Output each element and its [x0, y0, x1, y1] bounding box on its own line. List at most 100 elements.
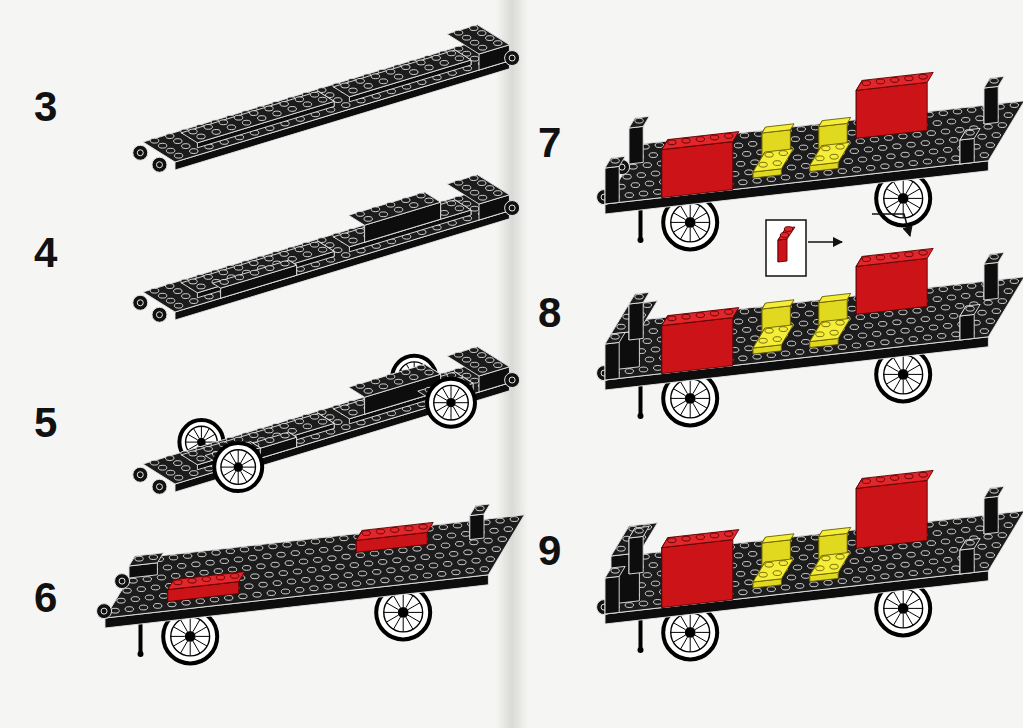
wheel-spoke: [909, 608, 923, 609]
stud: [417, 365, 425, 370]
stud: [740, 543, 748, 548]
stud: [125, 607, 133, 612]
wheel-spoke: [909, 374, 923, 375]
models: [97, 25, 1023, 664]
end-block-top: [447, 175, 509, 204]
stud: [299, 559, 307, 564]
stud: [433, 535, 441, 540]
base-plate-top: [143, 41, 509, 162]
stud: [267, 591, 275, 596]
stud: [494, 191, 502, 196]
stud: [364, 84, 372, 89]
buffer: [505, 201, 520, 216]
end-post-front: [984, 262, 998, 300]
seat-base-top: [810, 318, 850, 341]
stud: [214, 569, 222, 574]
wheel-spoke: [195, 639, 207, 646]
stud: [305, 549, 313, 554]
wheel-spoke: [886, 365, 898, 372]
stud: [791, 547, 799, 552]
seat-back-top: [819, 293, 851, 302]
stud: [158, 465, 166, 470]
wheel-spoke: [903, 380, 904, 394]
stud: [407, 556, 415, 561]
wheel-rim: [884, 355, 923, 394]
stud: [944, 148, 952, 153]
stud: [617, 546, 625, 551]
wheel-spoke: [193, 641, 200, 653]
stud: [452, 570, 460, 575]
wheel-spoke: [205, 434, 215, 440]
stud: [637, 173, 645, 178]
stud: [895, 338, 903, 343]
stud: [297, 541, 305, 546]
red-wall-front: [662, 318, 733, 374]
stud: [944, 324, 952, 329]
stud: [242, 120, 250, 125]
stud: [356, 212, 364, 217]
stud: [470, 348, 478, 353]
wheel-hub: [685, 393, 696, 404]
stud: [885, 136, 893, 141]
stud: [137, 587, 145, 592]
stud: [258, 116, 266, 121]
stud: [409, 575, 417, 580]
stud: [998, 299, 1006, 304]
stud: [909, 571, 917, 576]
stud: [371, 207, 379, 212]
wheel-rim: [434, 385, 469, 420]
end-post-front: [984, 86, 998, 124]
stud: [909, 161, 917, 166]
stud: [417, 193, 425, 198]
stud: [295, 97, 303, 102]
end-post-front: [470, 514, 484, 540]
wheel-spoke: [193, 428, 199, 438]
stud: [984, 534, 992, 539]
stud: [844, 569, 852, 574]
buffer: [97, 604, 112, 619]
wheel-spoke: [434, 402, 446, 403]
buffer: [133, 467, 148, 482]
stud: [462, 35, 470, 40]
base-plate-front: [175, 61, 509, 170]
chassis-model: [133, 175, 520, 322]
stud: [182, 600, 190, 605]
wheel-spoke: [906, 592, 913, 604]
stud: [986, 553, 994, 558]
stud: [310, 92, 318, 97]
stud: [966, 130, 974, 135]
stud: [342, 554, 350, 559]
stud: [767, 353, 775, 358]
wheel-spoke: [884, 198, 898, 199]
end-post-top: [629, 116, 649, 128]
wheel-spoke: [695, 635, 707, 642]
stud: [907, 318, 915, 323]
stud: [913, 542, 921, 547]
stud: [510, 517, 518, 522]
stud: [643, 573, 651, 578]
wheel-tyre: [427, 379, 475, 427]
stud: [435, 553, 443, 558]
stud: [962, 294, 970, 299]
wheel-spoke: [886, 189, 898, 196]
stud: [174, 153, 182, 158]
stud: [182, 144, 190, 149]
stud: [901, 152, 909, 157]
stud: [250, 270, 258, 275]
stud: [816, 566, 824, 571]
wheel-spoke: [680, 403, 687, 415]
wheel-spoke: [893, 379, 900, 391]
wheel-spoke: [680, 382, 687, 394]
stud: [737, 338, 745, 343]
stud: [478, 195, 486, 200]
stud: [879, 556, 887, 561]
stud: [625, 603, 633, 608]
wheel-spoke: [695, 389, 707, 396]
seat-base-top: [753, 149, 793, 172]
seat-back-top: [819, 527, 851, 536]
wheel-spoke: [173, 639, 185, 646]
end-post-front: [605, 576, 619, 614]
wheel-spoke: [384, 612, 398, 613]
stud: [950, 314, 958, 319]
stud: [200, 570, 208, 575]
